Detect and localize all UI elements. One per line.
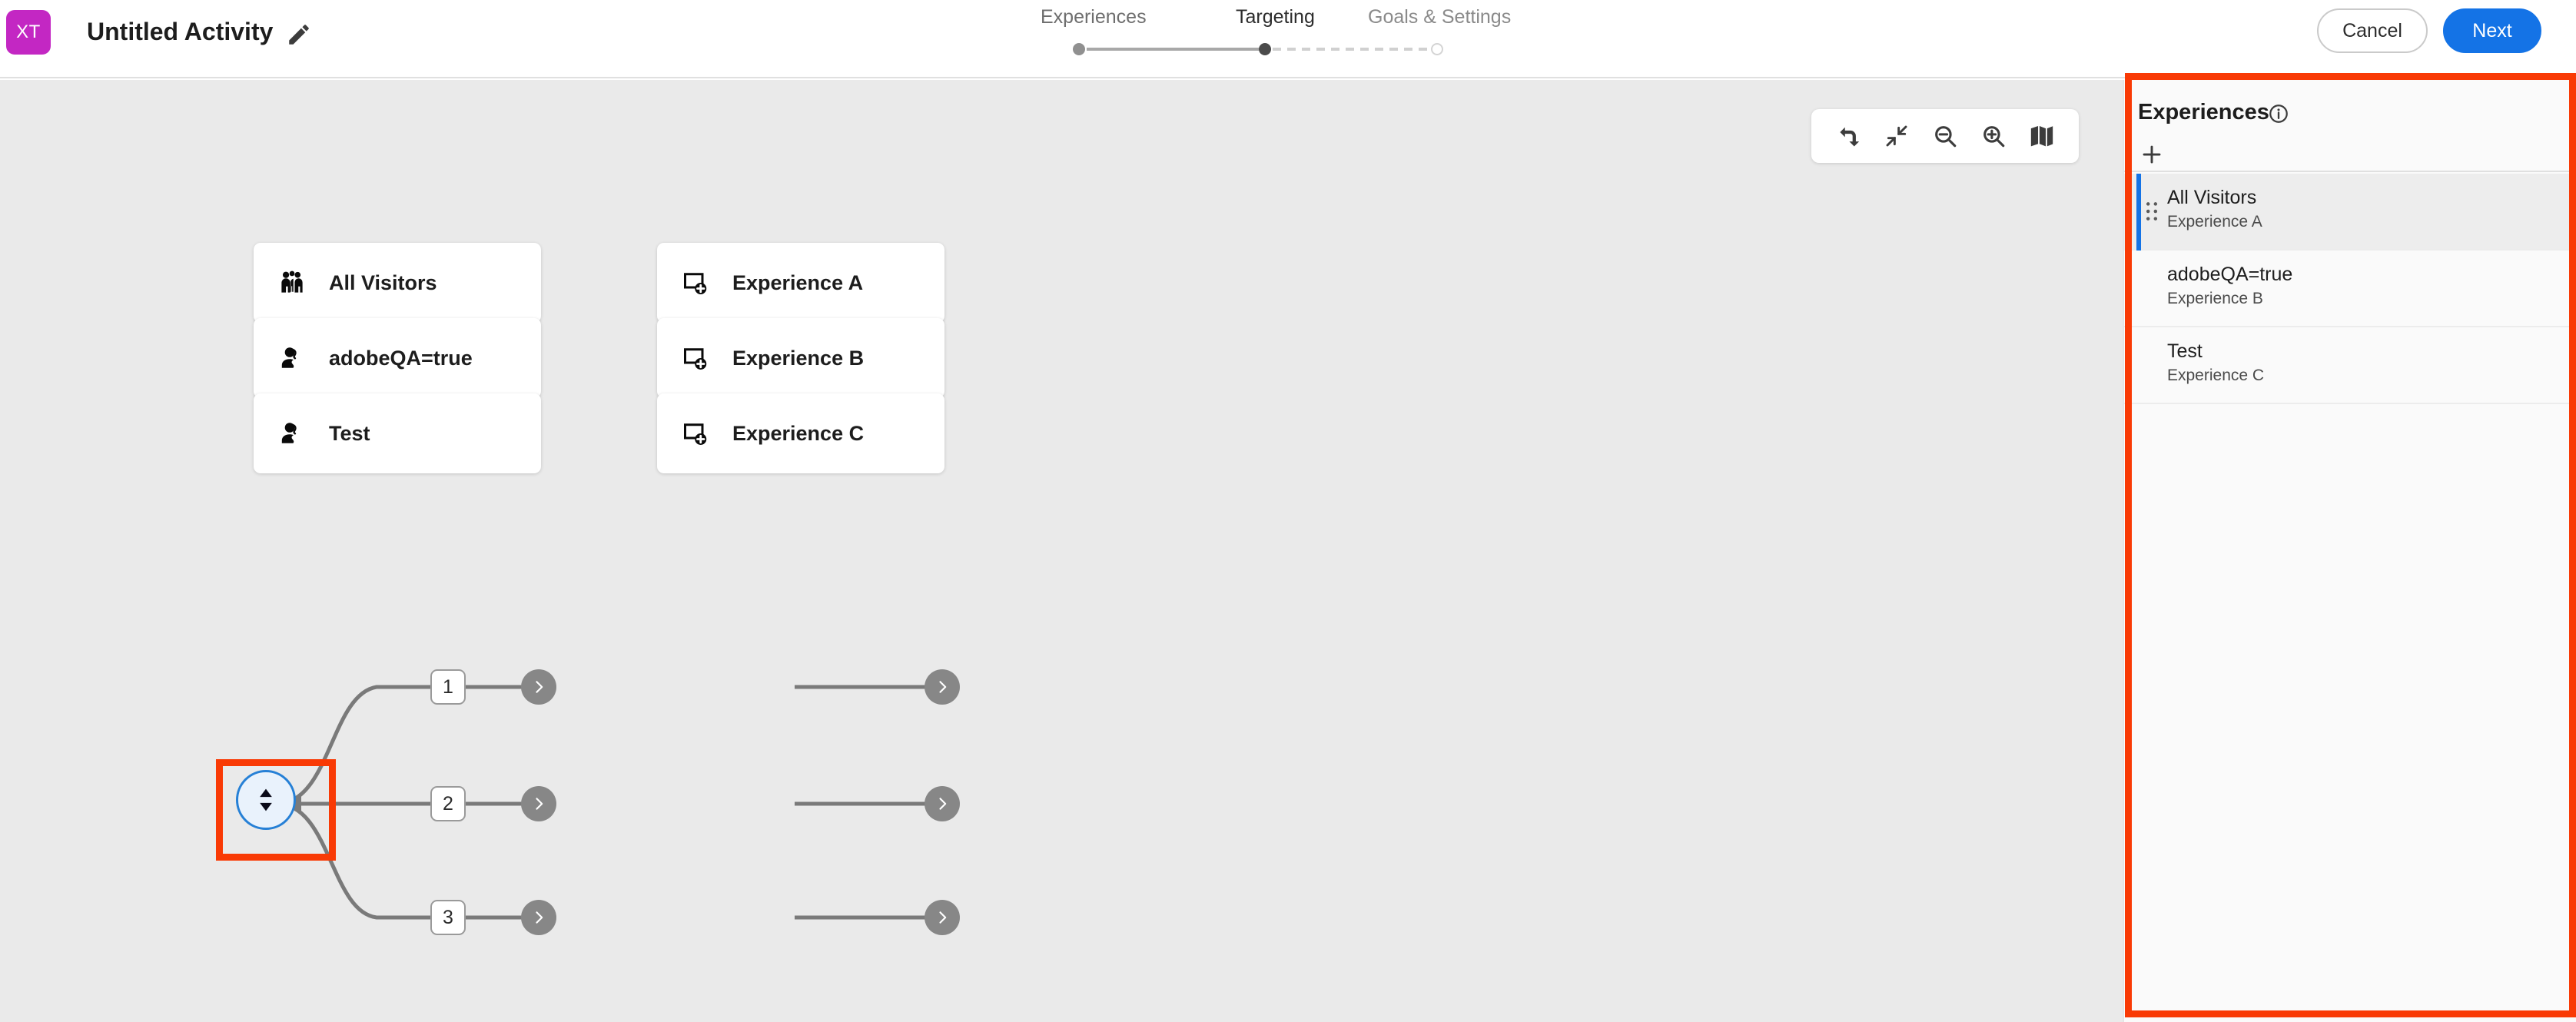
chevron-right-icon[interactable] — [521, 900, 556, 935]
panel-header: Experiences — [2124, 80, 2576, 172]
zoom-in-icon[interactable] — [1976, 118, 2011, 154]
experience-card-label: Experience A — [732, 270, 864, 294]
audience-card[interactable]: adobeQA=true — [254, 318, 541, 398]
add-page-icon — [680, 418, 711, 449]
list-item-sub: Experience B — [2167, 290, 2263, 308]
list-item[interactable]: Test Experience C — [2124, 327, 2576, 404]
experience-card-label: Experience C — [732, 421, 865, 445]
next-button[interactable]: Next — [2443, 8, 2541, 53]
list-item-name: All Visitors — [2167, 187, 2257, 208]
chevron-right-icon[interactable] — [925, 669, 960, 705]
pencil-icon[interactable] — [286, 22, 312, 48]
stepper-line-upcoming — [1273, 48, 1431, 51]
experience-card[interactable]: Experience A — [657, 243, 944, 323]
chevron-right-icon[interactable] — [521, 669, 556, 705]
chevron-right-icon[interactable] — [925, 900, 960, 935]
experience-card[interactable]: Experience B — [657, 318, 944, 398]
add-page-icon — [680, 267, 711, 298]
list-item-sub: Experience A — [2167, 213, 2262, 231]
step-label-experiences[interactable]: Experiences — [1041, 6, 1147, 28]
flow-root-node[interactable] — [216, 759, 336, 861]
experience-card[interactable]: Experience C — [657, 393, 944, 473]
stepper-line-completed — [1087, 48, 1259, 51]
flow-connectors — [276, 685, 941, 920]
chevron-right-icon[interactable] — [521, 786, 556, 821]
chevron-right-icon[interactable] — [925, 786, 960, 821]
stepper-labels: Experiences Targeting Goals & Settings — [1022, 6, 1514, 32]
app-header: XT Untitled Activity Experiences Targeti… — [0, 0, 2576, 78]
stepper-dot-goals-settings[interactable] — [1431, 43, 1443, 55]
audience-card[interactable]: All Visitors — [254, 243, 541, 323]
cancel-button[interactable]: Cancel — [2317, 8, 2428, 53]
audience-card-label: All Visitors — [329, 270, 437, 294]
experience-card-label: Experience B — [732, 346, 865, 370]
branch-number-badge[interactable]: 3 — [430, 900, 466, 935]
zoom-out-icon[interactable] — [1927, 118, 1963, 154]
step-label-goals-settings[interactable]: Goals & Settings — [1368, 6, 1512, 28]
branch-number-badge[interactable]: 2 — [430, 786, 466, 821]
experience-list: All Visitors Experience A adobeQA=true E… — [2124, 174, 2576, 404]
audience-card-label: adobeQA=true — [329, 346, 473, 370]
branch-arrow-icon[interactable] — [1831, 118, 1866, 154]
selection-accent-bar — [2136, 174, 2141, 251]
list-item[interactable]: adobeQA=true Experience B — [2124, 251, 2576, 327]
single-user-icon — [277, 418, 307, 449]
audience-card-label: Test — [329, 421, 370, 445]
info-circle-icon[interactable] — [2268, 103, 2289, 124]
single-user-icon — [277, 343, 307, 373]
step-label-targeting[interactable]: Targeting — [1236, 6, 1315, 28]
wizard-stepper: Experiences Targeting Goals & Settings — [1022, 6, 1514, 68]
list-item[interactable]: All Visitors Experience A — [2124, 174, 2576, 251]
add-page-icon — [680, 343, 711, 373]
experiences-panel: Experiences — [2123, 80, 2576, 1022]
add-experience-button[interactable] — [2138, 141, 2166, 168]
collapse-arrows-icon[interactable] — [1879, 118, 1914, 154]
audience-card[interactable]: Test — [254, 393, 541, 473]
map-icon[interactable] — [2024, 118, 2060, 154]
panel-title: Experiences — [2138, 100, 2269, 124]
brand-logo: XT — [6, 10, 51, 55]
branch-number-badge[interactable]: 1 — [430, 669, 466, 705]
list-item-name: adobeQA=true — [2167, 264, 2293, 285]
group-users-icon — [277, 267, 307, 298]
flow-canvas[interactable]: 1 2 3 — [0, 80, 2123, 1022]
stepper-track — [1022, 41, 1514, 56]
list-item-name: Test — [2167, 340, 2203, 362]
list-item-sub: Experience C — [2167, 367, 2265, 385]
stepper-dot-targeting[interactable] — [1259, 43, 1271, 55]
root-node-highlight — [216, 759, 336, 861]
canvas-toolbar — [1811, 109, 2079, 163]
drag-handle-icon[interactable] — [2146, 201, 2158, 221]
sort-updown-icon[interactable] — [236, 770, 296, 830]
page-title: Untitled Activity — [87, 18, 274, 45]
stepper-dot-experiences[interactable] — [1073, 43, 1085, 55]
